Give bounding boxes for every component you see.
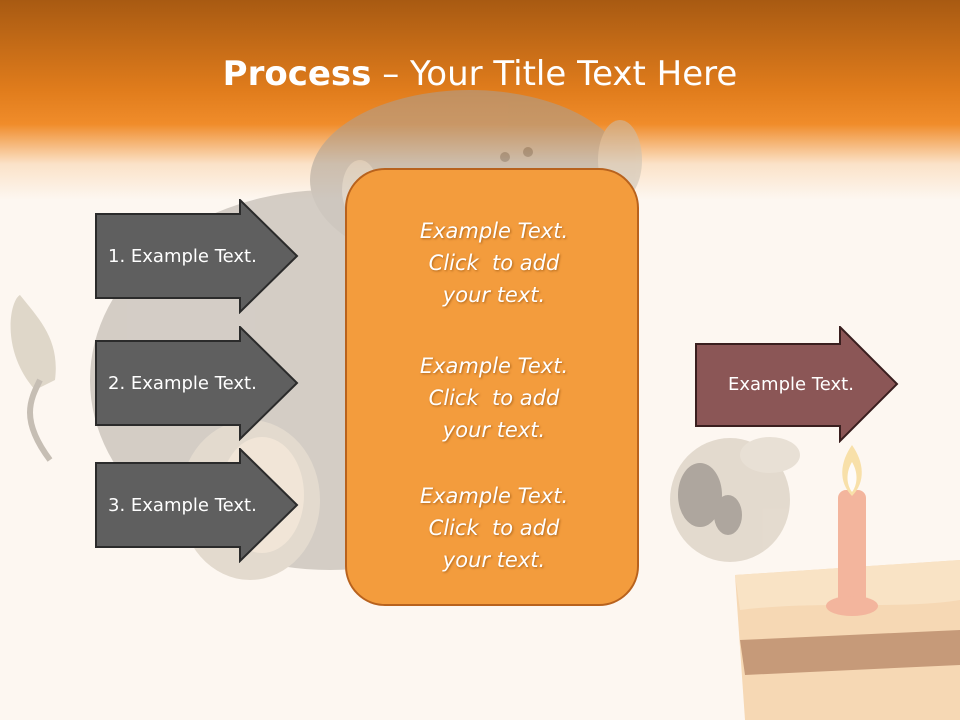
title-bold: Process xyxy=(222,54,372,94)
center-paragraph-3: Example Text. Click to add your text. xyxy=(347,480,641,576)
left-arrow-2[interactable]: 2. Example Text. xyxy=(95,324,300,442)
title-separator: – xyxy=(371,54,411,94)
right-arrow[interactable]: Example Text. xyxy=(695,324,900,444)
center-paragraph-3-line1: Example Text. xyxy=(419,484,569,508)
left-arrow-1[interactable]: 1. Example Text. xyxy=(95,197,300,315)
center-paragraph-1: Example Text. Click to add your text. xyxy=(347,215,641,311)
right-arrow-label: Example Text. xyxy=(728,374,854,395)
left-arrow-3-label: 3. Example Text. xyxy=(108,495,257,516)
center-paragraph-1-line1: Example Text. xyxy=(419,219,569,243)
center-text-box[interactable]: Example Text. Click to add your text. Ex… xyxy=(345,168,639,606)
left-arrow-3[interactable]: 3. Example Text. xyxy=(95,446,300,564)
left-arrow-2-shape xyxy=(95,324,299,442)
center-paragraph-1-line2: Click to add xyxy=(428,251,560,275)
center-paragraph-2-line2: Click to add xyxy=(428,386,560,410)
left-arrow-1-label: 1. Example Text. xyxy=(108,246,257,267)
center-paragraph-3-line2: Click to add xyxy=(428,516,560,540)
center-paragraph-2-line3: your text. xyxy=(442,418,546,442)
left-arrow-3-shape xyxy=(95,446,299,564)
left-arrow-1-shape xyxy=(95,197,299,315)
center-paragraph-1-line3: your text. xyxy=(442,283,546,307)
left-arrow-2-label: 2. Example Text. xyxy=(108,373,257,394)
center-paragraph-2: Example Text. Click to add your text. xyxy=(347,350,641,446)
title-rest: Your Title Text Here xyxy=(410,54,738,94)
center-paragraph-3-line3: your text. xyxy=(442,548,546,572)
page-title: Process – Your Title Text Here xyxy=(0,52,960,96)
right-arrow-shape xyxy=(695,324,899,444)
center-paragraph-2-line1: Example Text. xyxy=(419,354,569,378)
